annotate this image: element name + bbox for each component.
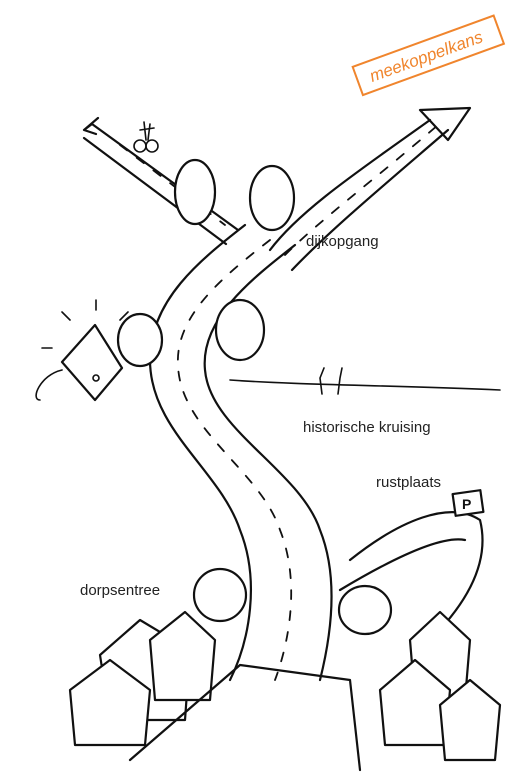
house-icon bbox=[36, 300, 128, 400]
trees bbox=[118, 160, 391, 634]
people-icon bbox=[320, 368, 342, 394]
cyclist-icon bbox=[134, 122, 158, 152]
label-dorpsentree: dorpsentree bbox=[80, 582, 160, 599]
label-dijkopgang: dijkopgang bbox=[306, 233, 379, 250]
label-historische-kruising: historische kruising bbox=[303, 419, 431, 436]
meekoppelkans-stamp: meekoppelkans bbox=[353, 16, 504, 95]
parking-letter: P bbox=[462, 496, 471, 512]
parking-sign: P bbox=[453, 490, 484, 516]
village-houses bbox=[70, 612, 500, 760]
label-rustplaats: rustplaats bbox=[376, 474, 441, 491]
dike-horizon bbox=[230, 380, 500, 390]
